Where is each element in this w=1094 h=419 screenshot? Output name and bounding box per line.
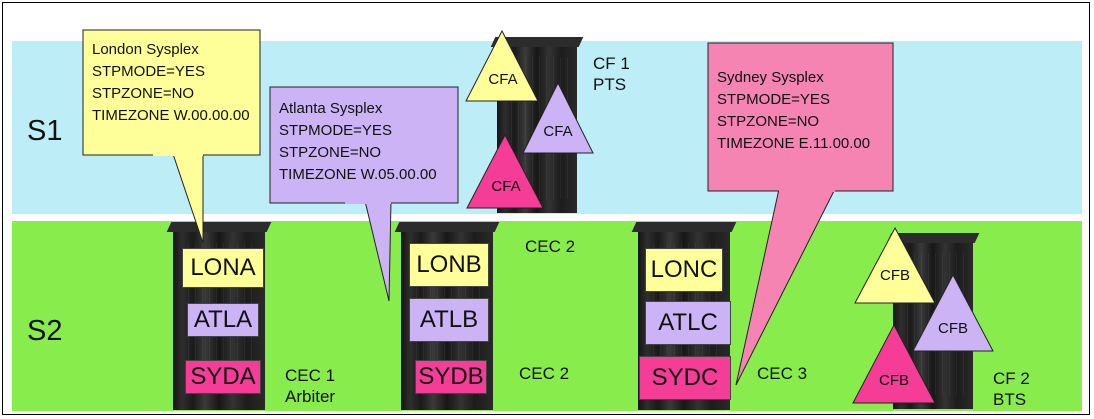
cf1-atlanta-triangle: [522, 81, 594, 154]
atlanta-callout-text: Atlanta Sysplex STPMODE=YES STPZONE=NO T…: [279, 98, 437, 186]
london-timezone: TIMEZONE W.00.00.00: [92, 107, 250, 124]
cec1-name: CEC 1: [285, 366, 336, 385]
atlanta-stpzone: STPZONE=NO: [279, 144, 382, 161]
lpar-atlb: ATLB: [409, 298, 489, 342]
cf2-triangle-label-2: CFB: [938, 320, 968, 337]
atlanta-timezone: TIMEZONE W.05.00.00: [279, 166, 437, 183]
london-callout-box: [82, 29, 261, 156]
atlanta-callout-pointer: [345, 200, 392, 302]
lpar-atlc: ATLC: [645, 301, 731, 345]
cf1-name: CF 1: [593, 54, 630, 73]
lpar-lonc: LONC: [645, 248, 723, 292]
lpar-lona: LONA: [182, 248, 264, 288]
london-pointer-join: [153, 154, 203, 156]
london-title: London Sysplex: [92, 41, 199, 58]
cf1-triangle-label-1: CFA: [488, 71, 518, 88]
sydney-callout-pointer: [735, 188, 836, 386]
cf1-triangle-label-3: CFA: [491, 178, 521, 195]
sydney-callout-text: Sydney Sysplex STPMODE=YES STPZONE=NO TI…: [717, 67, 870, 155]
cf2-atlanta-triangle: [912, 273, 994, 352]
lpar-sydb: SYDB: [415, 360, 487, 394]
cec2-caption-top: CEC 2: [525, 237, 576, 256]
cec2-caption-bottom: CEC 2: [519, 364, 570, 383]
atlanta-callout-box: [269, 86, 459, 204]
sydney-timezone: TIMEZONE E.11.00.00: [717, 135, 871, 152]
london-stpzone: STPZONE=NO: [92, 85, 195, 102]
cf2-sydney-triangle: [852, 323, 936, 404]
cec1-role: Arbiter: [285, 387, 336, 406]
cf2-triangle-label-1: CFB: [880, 267, 910, 284]
cf2-name: CF 2: [993, 369, 1030, 388]
cf1-role: PTS: [593, 75, 627, 94]
sydney-stpzone: STPZONE=NO: [717, 113, 820, 130]
atlanta-stpmode: STPMODE=YES: [279, 122, 392, 139]
london-callout-pointer: [153, 153, 204, 244]
cec3-caption: CEC 3: [757, 364, 808, 383]
cf1-london-triangle: [465, 29, 539, 102]
lpar-lonb: LONB: [409, 243, 489, 287]
stratum-2-label: S2: [27, 315, 63, 347]
atlanta-pointer-join: [345, 200, 391, 204]
sydney-pointer-join: [779, 188, 835, 192]
cf1-caption: CF 1 PTS: [593, 53, 630, 95]
cf1-sydney-triangle: [466, 133, 544, 209]
cf1-triangle-label-2: CFA: [543, 123, 573, 140]
london-callout-text: London Sysplex STPMODE=YES STPZONE=NO TI…: [92, 39, 250, 127]
sydney-title: Sydney Sysplex: [717, 69, 824, 86]
atlanta-title: Atlanta Sysplex: [279, 100, 383, 117]
cf2-triangle-label-3: CFB: [879, 372, 909, 389]
cf2-london-triangle: [854, 226, 936, 304]
stratum-1-label: S1: [27, 115, 63, 147]
cec1-caption: CEC 1 Arbiter: [285, 365, 335, 407]
lpar-sydc: SYDC: [639, 356, 731, 400]
cf2-role: BTS: [993, 390, 1027, 409]
sydney-stpmode: STPMODE=YES: [717, 91, 830, 108]
cf2-caption: CF 2 BTS: [993, 368, 1030, 410]
london-stpmode: STPMODE=YES: [92, 63, 205, 80]
callout-shapes: [82, 29, 994, 404]
lpar-atla: ATLA: [187, 303, 259, 337]
lpar-syda: SYDA: [185, 360, 261, 394]
